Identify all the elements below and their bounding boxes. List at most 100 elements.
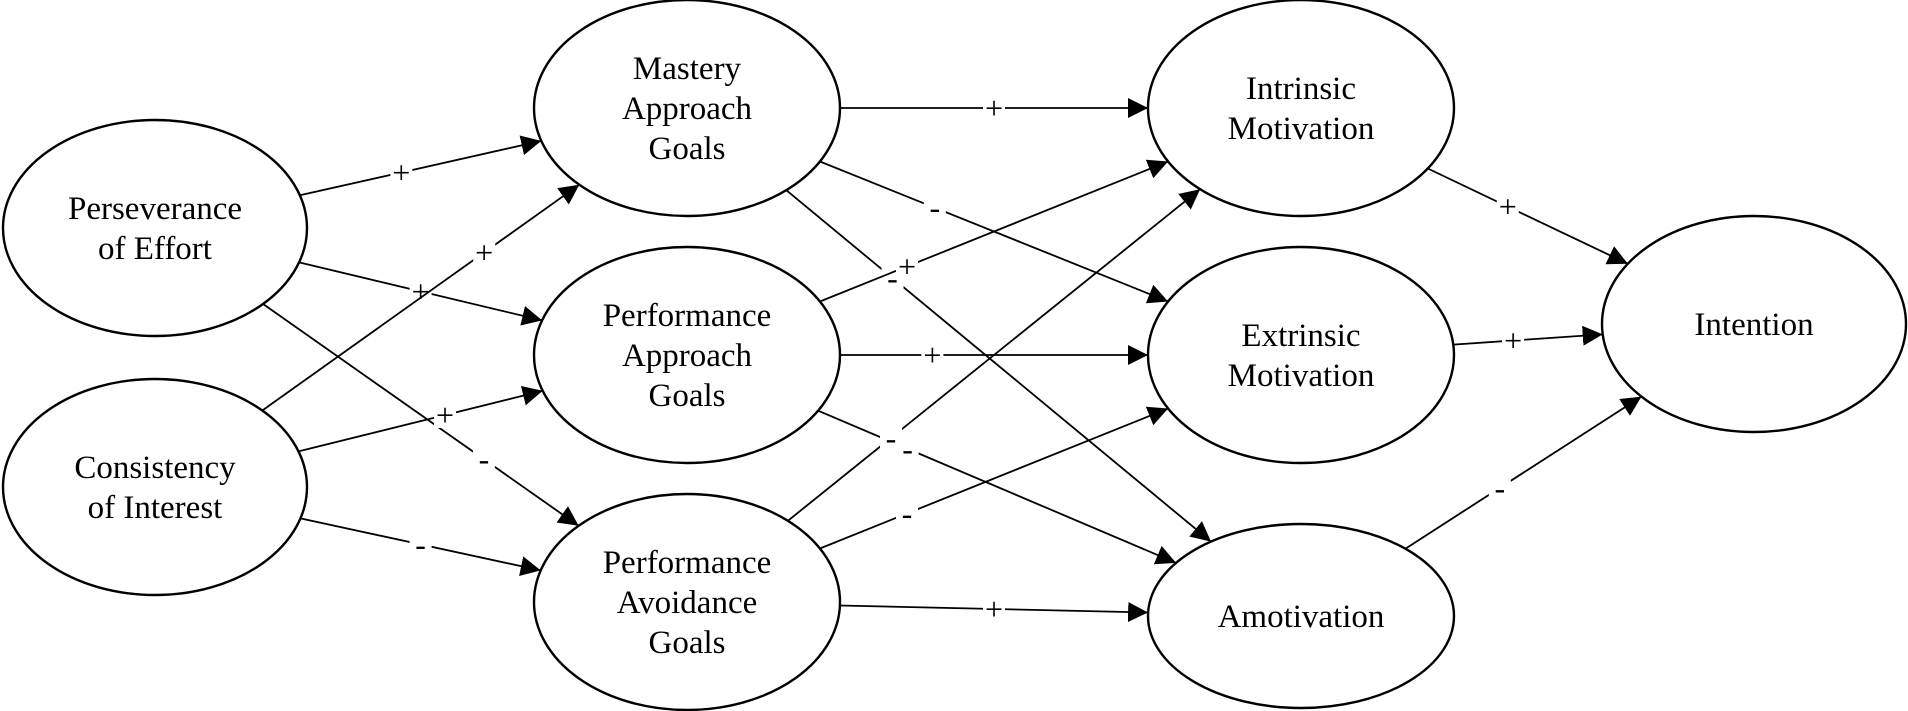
- edge-sign-background: [409, 278, 432, 305]
- node-label-line: of Effort: [98, 231, 212, 267]
- edge-arrow: [299, 135, 542, 197]
- node-label-line: Approach: [622, 338, 753, 374]
- edge-mastery-approach-to-amotivation: -: [785, 189, 1212, 543]
- edge-sign-label: +: [412, 273, 430, 309]
- edge-arrow: [819, 406, 1169, 550]
- edge-sign-background: [434, 402, 456, 428]
- edge-performance-approach-to-intrinsic: +: [819, 159, 1169, 303]
- node-label-line: Motivation: [1228, 111, 1375, 147]
- node-perseverance: Perseverance of Effort: [1, 118, 309, 338]
- node-label-line: Perseverance: [68, 191, 242, 227]
- edge-sign-label: +: [392, 155, 410, 191]
- edge-sign-label: -: [415, 526, 426, 562]
- edge-sign-background: [1488, 474, 1511, 501]
- node-label-line: Mastery: [633, 51, 742, 87]
- edge-sign-label: -: [479, 441, 490, 477]
- edge-sign-background: [1502, 327, 1525, 354]
- node-label-line: Goals: [649, 131, 726, 167]
- node-ellipse: [1146, 0, 1456, 218]
- edge-sign-label: +: [1504, 323, 1522, 359]
- node-ellipse: [1146, 522, 1456, 710]
- node-label-line: Avoidance: [617, 585, 758, 621]
- node-label-line: Consistency: [74, 450, 236, 486]
- edge-amotivation-to-intention: -: [1404, 395, 1642, 550]
- edge-sign-label: -: [1494, 470, 1505, 506]
- edge-arrow: [787, 188, 1201, 522]
- node-label-line: Performance: [603, 298, 772, 334]
- node-label-line: Approach: [622, 91, 753, 127]
- edge-consistency-to-performance-approach: +: [298, 385, 543, 453]
- edges-layer: ++-++-+--++---+++-: [261, 90, 1642, 627]
- edge-arrow: [1404, 395, 1642, 550]
- edge-sign-label: -: [887, 260, 898, 296]
- edge-sign-label: -: [902, 496, 913, 532]
- edge-perseverance-to-performance-approach: +: [298, 261, 543, 326]
- node-label-line: Intention: [1694, 307, 1813, 343]
- edge-sign-background: [1496, 193, 1519, 220]
- node-intention: Intention: [1600, 214, 1908, 434]
- edge-sign-label: +: [1499, 189, 1517, 225]
- edge-sign-label: +: [923, 337, 941, 373]
- node-ellipse: [1, 377, 309, 597]
- edge-sign-background: [983, 95, 1005, 121]
- node-label-line: Intrinsic: [1246, 71, 1356, 107]
- node-label-line: Extrinsic: [1241, 318, 1360, 354]
- edge-sign-background: [880, 424, 902, 451]
- edge-sign-background: [472, 446, 495, 473]
- edge-sign-label: -: [929, 190, 940, 226]
- edge-sign-label: +: [436, 397, 454, 433]
- edge-sign-label: +: [475, 235, 493, 271]
- edge-sign-background: [409, 531, 432, 558]
- edge-arrow: [298, 385, 543, 453]
- edge-perseverance-to-mastery-approach: +: [299, 135, 542, 197]
- node-label-line: of Interest: [88, 490, 223, 526]
- edge-sign-label: +: [898, 249, 916, 285]
- node-ellipse: [1146, 245, 1456, 465]
- edge-sign-label: +: [985, 591, 1003, 627]
- node-consistency: Consistency of Interest: [1, 377, 309, 597]
- edge-arrow: [785, 189, 1212, 543]
- edge-sign-background: [390, 159, 413, 186]
- edge-performance-avoidance-to-amotivation: +: [839, 591, 1149, 627]
- edge-consistency-to-mastery-approach: +: [261, 183, 580, 412]
- edge-sign-background: [896, 253, 918, 280]
- node-ellipse: [532, 492, 842, 711]
- edge-sign-label: -: [886, 420, 897, 456]
- edge-arrow: [819, 159, 1169, 303]
- edge-performance-avoidance-to-extrinsic: -: [819, 406, 1169, 550]
- edge-sign-background: [896, 435, 919, 462]
- node-ellipse: [1, 118, 309, 338]
- edge-performance-approach-to-amotivation: -: [817, 409, 1177, 565]
- edge-intrinsic-to-intention: +: [1427, 167, 1629, 265]
- edge-arrow: [817, 409, 1177, 565]
- edge-sign-background: [896, 500, 918, 527]
- node-label-line: Motivation: [1228, 358, 1375, 394]
- edge-sign-label: -: [902, 431, 913, 467]
- node-label-line: Goals: [649, 625, 726, 661]
- edge-sign-background: [473, 239, 496, 266]
- edge-consistency-to-performance-avoidance: -: [300, 517, 541, 576]
- edge-arrow: [262, 303, 580, 527]
- edge-sign-background: [923, 194, 946, 221]
- node-label-line: Goals: [649, 378, 726, 414]
- node-amotivation: Amotivation: [1146, 522, 1456, 710]
- edge-extrinsic-to-intention: +: [1453, 323, 1603, 359]
- edge-perseverance-to-performance-avoidance: -: [262, 303, 580, 527]
- edge-sign-background: [921, 342, 944, 368]
- node-ellipse: [1600, 214, 1908, 434]
- edge-arrow: [1427, 167, 1629, 265]
- edge-sign-background: [983, 596, 1005, 622]
- node-label-line: Amotivation: [1218, 599, 1385, 635]
- edge-arrow: [261, 183, 580, 412]
- edge-arrow: [1453, 325, 1603, 346]
- edge-sign-label: +: [985, 90, 1003, 126]
- node-ellipse: [532, 245, 842, 465]
- edge-mastery-approach-to-intrinsic: +: [840, 90, 1148, 126]
